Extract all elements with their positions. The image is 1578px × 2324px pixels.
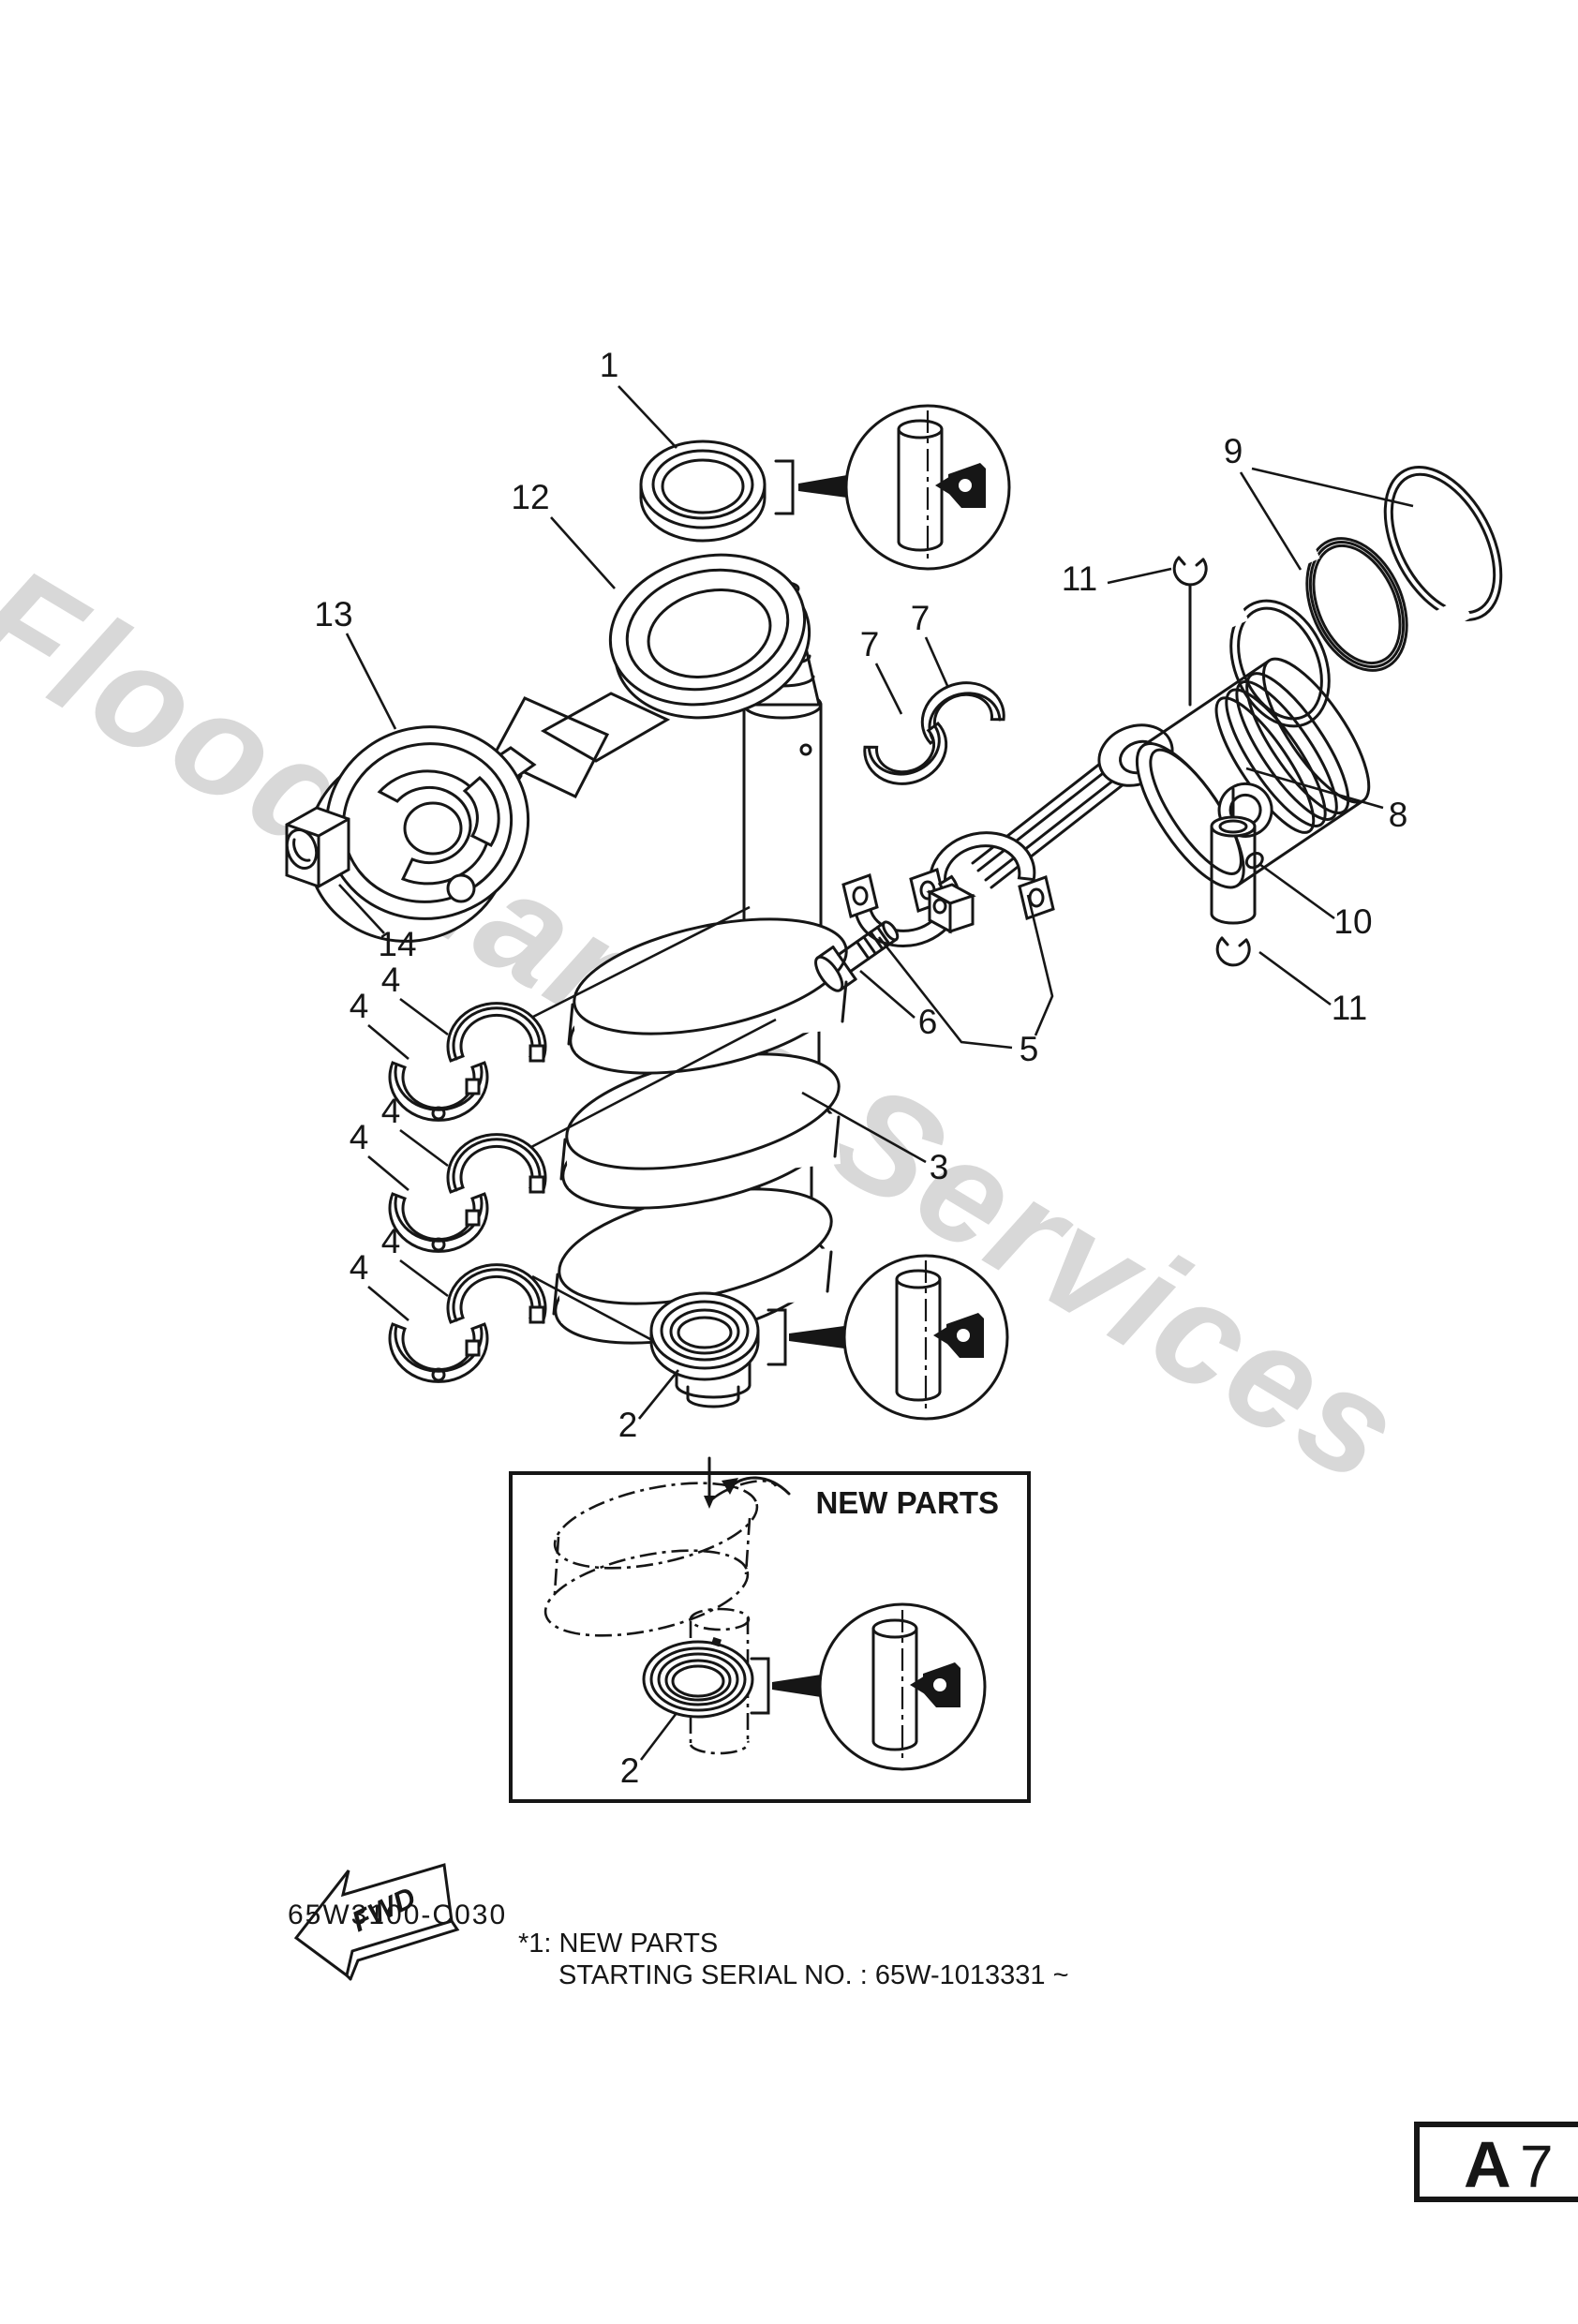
callout-7: 7 [860, 625, 880, 663]
callout-2: 2 [618, 1406, 638, 1444]
big-end-bearing-lower [863, 721, 948, 785]
phantom-crankshaft [543, 1480, 778, 1755]
callout-1: 1 [600, 346, 619, 384]
callout-3: 3 [930, 1148, 949, 1186]
leader-line [1026, 894, 1054, 1036]
leader-line [859, 970, 916, 1019]
callout-4: 4 [350, 987, 369, 1025]
leader-line [801, 1091, 927, 1164]
piston-ring-top [1383, 466, 1503, 631]
new-parts-title: NEW PARTS [815, 1485, 999, 1520]
leader-line [1245, 767, 1384, 810]
leader-line [1258, 950, 1332, 1006]
leader-line [550, 516, 616, 589]
leader-line [1258, 862, 1335, 920]
callout-5: 5 [1020, 1030, 1039, 1068]
leader-line [618, 385, 677, 449]
leader-line [924, 636, 950, 689]
oil-seal-top [639, 439, 767, 543]
page-tag-box: A 7 [1414, 2122, 1578, 2202]
callouts: 1 12 13 14 4 4 4 4 4 4 3 7 7 [314, 346, 1414, 1444]
footnote-line-2: STARTING SERIAL NO. : 65W-1013331 ~ [558, 1960, 1069, 1990]
rod-cap [841, 873, 976, 947]
callout-4: 4 [381, 1222, 401, 1260]
pin-clip-top [1172, 556, 1208, 587]
leader-line [399, 997, 449, 1036]
leader-line [530, 905, 751, 1020]
callout-4: 4 [381, 961, 401, 999]
piston-ring-oil [1215, 599, 1331, 728]
callout-7: 7 [911, 599, 930, 637]
rod-nut-block [926, 883, 976, 934]
callout-11: 11 [1332, 989, 1367, 1027]
callout-8: 8 [1389, 796, 1408, 834]
footnote-line-1: *1: NEW PARTS [518, 1929, 718, 1959]
rod-bolt [814, 920, 900, 992]
callout-12: 12 [511, 478, 549, 516]
leader-line [367, 1286, 409, 1321]
rod-big-end [929, 831, 1036, 902]
oil-seal-bottom [649, 1291, 760, 1381]
seal-detail-circle-box [818, 1602, 987, 1771]
callout-2-box: 2 [620, 1751, 640, 1790]
callout-4: 4 [350, 1248, 369, 1287]
big-end-bearing-upper [920, 681, 1005, 746]
detail-bracket [767, 1308, 844, 1366]
seal-detail-circle-top [844, 404, 1011, 571]
leader-line [1251, 467, 1414, 508]
callout-4: 4 [350, 1118, 369, 1156]
callout-14: 14 [378, 925, 416, 963]
piston-pin [1210, 815, 1257, 925]
callout-13: 13 [314, 595, 352, 633]
leader-line [874, 663, 903, 715]
callout-4: 4 [381, 1092, 401, 1130]
seal-detail-circle-bottom [842, 1254, 1009, 1421]
leader-line [345, 633, 397, 730]
leader-line [639, 1712, 678, 1761]
detail-bracket [774, 459, 847, 515]
piston-ring-second [1287, 537, 1408, 672]
leader-line [367, 1155, 409, 1191]
new-oil-seal [642, 1636, 754, 1719]
crank-web [552, 1187, 833, 1345]
pin-clip-bottom [1215, 936, 1251, 967]
piston [1135, 657, 1371, 889]
leader-line [1107, 567, 1172, 585]
crankshaft [552, 580, 848, 1408]
leader-line [877, 936, 1013, 1050]
leader-line [530, 1018, 777, 1149]
new-parts-box: NEW PARTS [509, 1456, 1031, 1803]
leader-line [1239, 471, 1303, 571]
detail-bracket [750, 1657, 821, 1715]
fwd-arrow-icon: FWD [293, 1863, 460, 1981]
coupling-disc [305, 725, 530, 943]
hex-nut [285, 806, 350, 888]
callout-9: 9 [1224, 432, 1243, 470]
page-tag-letter: A [1464, 2128, 1511, 2201]
callout-10: 10 [1333, 902, 1372, 941]
callout-6: 6 [918, 1003, 938, 1041]
leader-line [367, 1024, 409, 1060]
callout-11: 11 [1062, 559, 1097, 598]
crank-web [567, 917, 848, 1075]
leader-line [399, 1259, 449, 1298]
leader-line [637, 1369, 680, 1420]
leader-line [399, 1128, 449, 1168]
diagram-code: 65W3100-C030 [288, 1899, 507, 1930]
crank-web [559, 1052, 841, 1210]
page-tag-number: 7 [1520, 2133, 1554, 2200]
leader-line [338, 884, 385, 934]
